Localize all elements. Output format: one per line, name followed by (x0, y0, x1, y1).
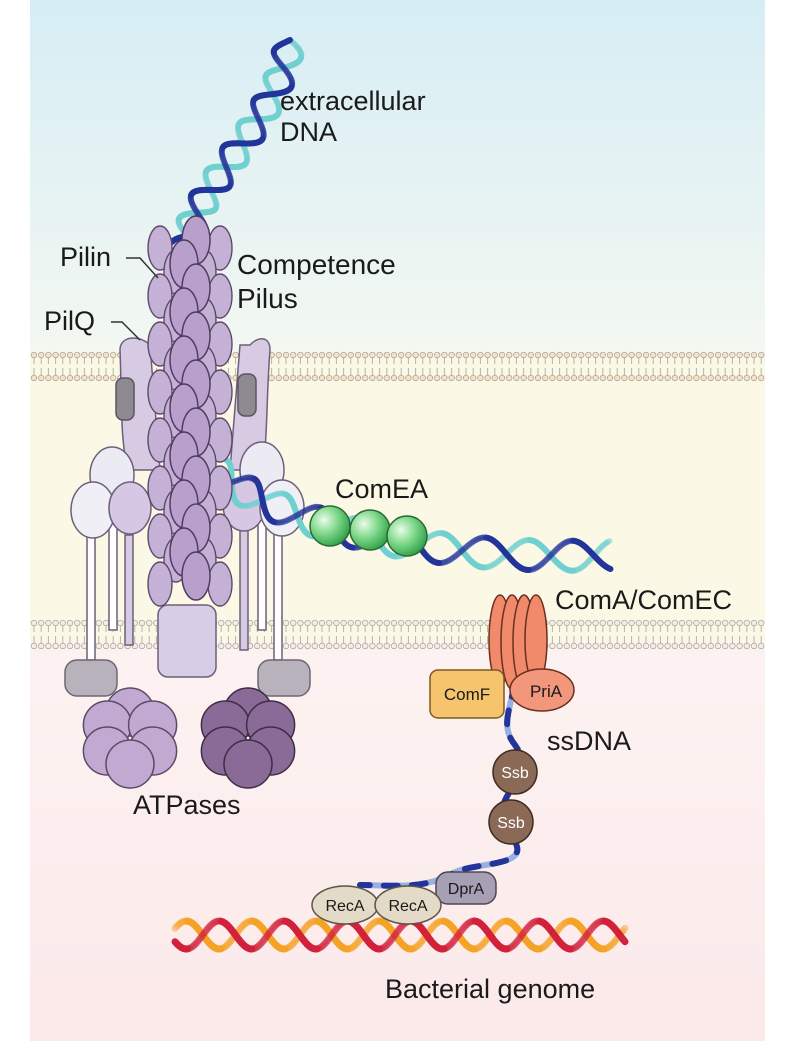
comea-protein (309, 505, 428, 557)
atpase-hexamer-left (82, 687, 178, 789)
competence-pilus (147, 215, 233, 607)
pilq-label: PilQ (44, 306, 96, 336)
extracellular-dna-label: extracellular DNA (280, 86, 426, 148)
comf-protein (429, 669, 505, 719)
competence-pilus-label-line2: Pilus (237, 283, 298, 314)
ssb-label-2: Ssb (497, 815, 525, 832)
reca-protein-2 (374, 885, 442, 925)
extracellular-region (30, 0, 765, 362)
competence-pilus-label-line1: Competence (237, 249, 396, 280)
atpases-label: ATPases (133, 790, 241, 820)
ssdna-label: ssDNA (547, 726, 632, 756)
ssb-protein-1 (492, 749, 538, 795)
pilin-label: Pilin (60, 242, 112, 272)
reca-label-2: RecA (388, 898, 427, 915)
coma-comec-label: ComA/ComEC (555, 585, 733, 615)
bacterial-genome-label: Bacterial genome (385, 974, 596, 1004)
bacterial-genome-helix (171, 917, 629, 953)
ssb-label-1: Ssb (501, 765, 529, 782)
dpra-label: DprA (448, 881, 485, 898)
pria-label: PriA (530, 682, 563, 701)
reca-label-1: RecA (325, 898, 364, 915)
cytoplasm-region (30, 630, 765, 1041)
pria-protein (509, 668, 575, 712)
pilq-leader-line (111, 321, 141, 341)
atpase-hexamer-right (200, 687, 296, 789)
comea-label: ComEA (335, 474, 429, 504)
coma-comec-channel (488, 594, 548, 690)
pilin-leader-line (126, 257, 159, 279)
dpra-protein (435, 871, 497, 905)
comf-label: ComF (444, 685, 490, 704)
competence-pilus-label: Competence Pilus (237, 248, 396, 316)
ssb-protein-2 (488, 799, 534, 845)
extracellular-dna-label-line2: DNA (280, 117, 338, 147)
inner-membrane-platform (64, 441, 311, 697)
extracellular-dna-label-line1: extracellular (280, 86, 426, 116)
